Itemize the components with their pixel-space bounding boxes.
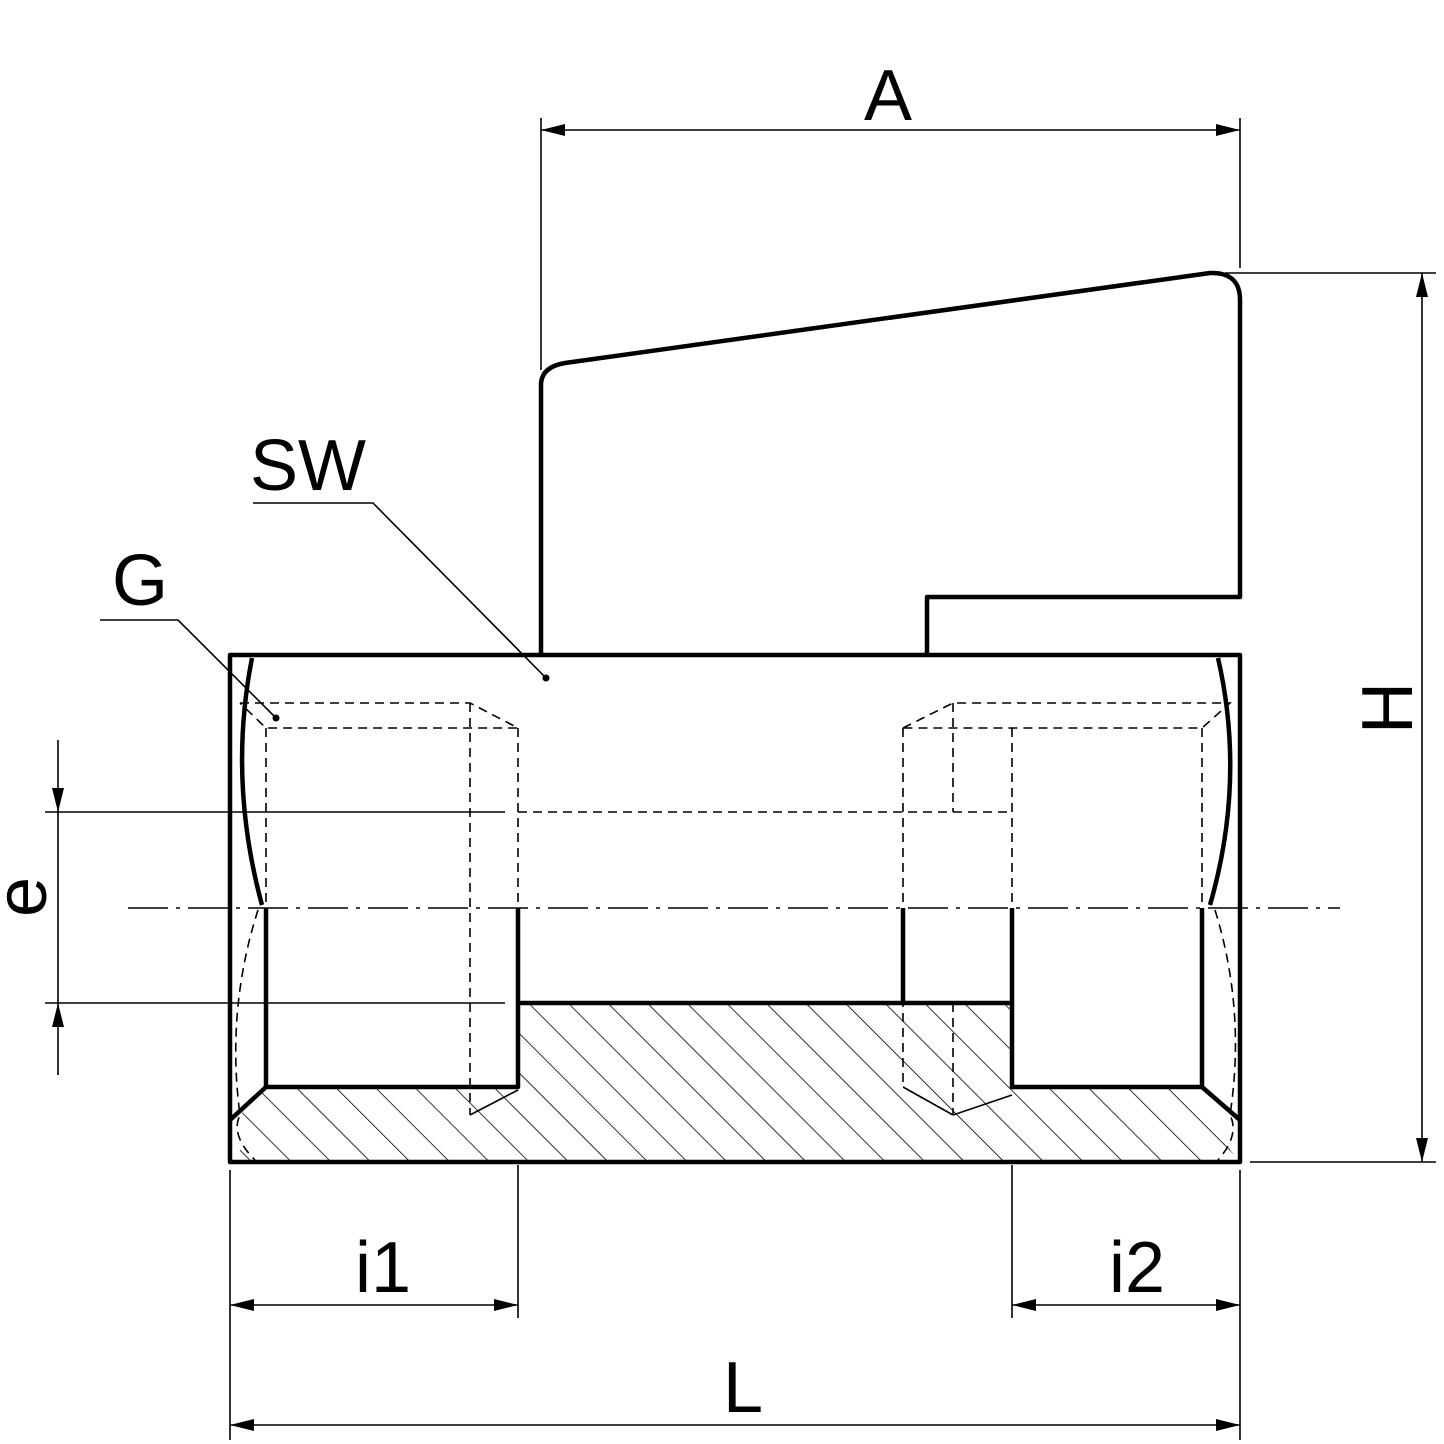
label-i1: i1 — [355, 1228, 411, 1308]
section-hatching — [230, 1003, 1240, 1162]
label-L: L — [723, 1348, 763, 1428]
label-H: H — [1348, 682, 1428, 734]
extension-lines — [45, 118, 1436, 1440]
leader-SW: SW — [250, 426, 550, 682]
label-A: A — [864, 56, 912, 136]
dimension-L: L — [230, 1348, 1240, 1431]
label-i2: i2 — [1109, 1228, 1165, 1308]
dimension-A: A — [541, 56, 1240, 136]
dimension-i1: i1 — [230, 1228, 518, 1311]
dimension-H: H — [1348, 273, 1428, 1162]
valve-handle — [538, 270, 1243, 655]
right-bore — [902, 702, 1233, 1116]
flow-channel — [518, 811, 1012, 1006]
dimension-i2: i2 — [1012, 1228, 1240, 1311]
dimension-e: e — [0, 740, 64, 1075]
label-e: e — [0, 877, 62, 917]
leader-G: G — [100, 541, 280, 722]
left-bore — [239, 702, 521, 1116]
label-G: G — [112, 541, 168, 621]
label-SW: SW — [250, 426, 366, 506]
